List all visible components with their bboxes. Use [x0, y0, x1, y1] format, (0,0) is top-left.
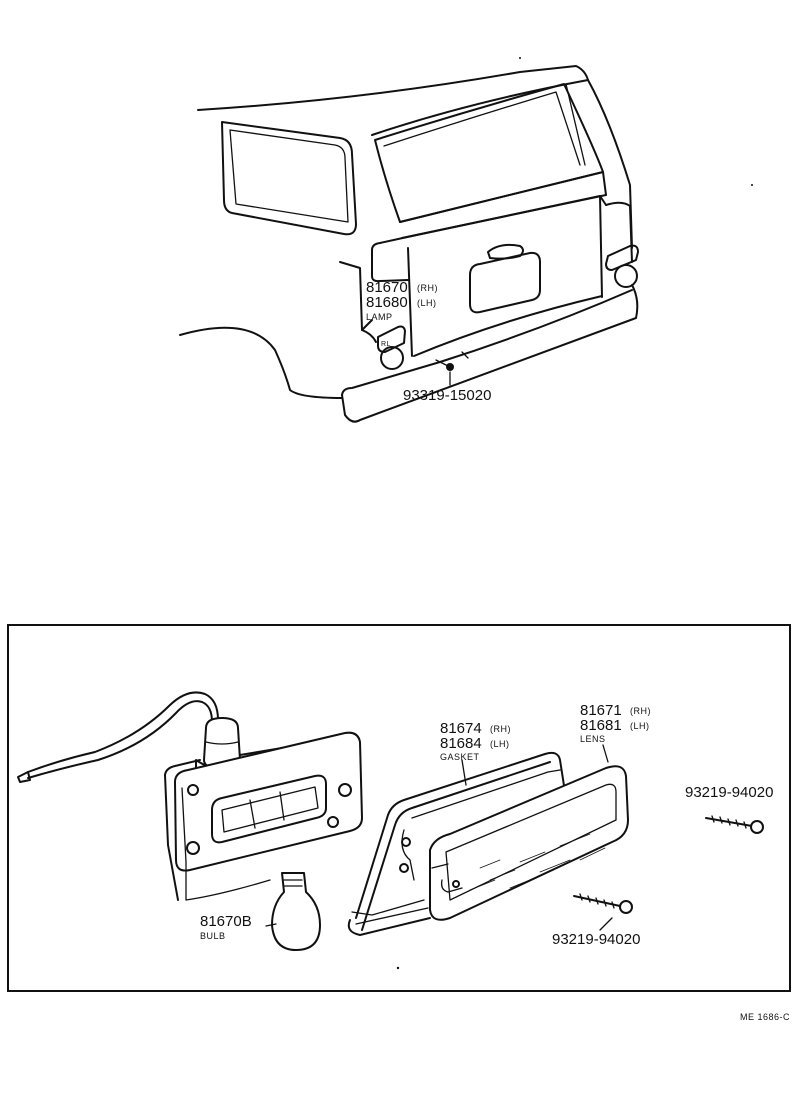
svg-text:RL: RL — [381, 341, 391, 348]
exploded-view — [17, 691, 764, 970]
gasket-rh-number: 81674 — [440, 720, 482, 737]
bulb-name: BULB — [200, 931, 226, 941]
gasket — [347, 751, 566, 936]
lens-rh-side: (RH) — [630, 706, 651, 716]
lens-lh-number: 81681 — [580, 717, 622, 734]
screw-lower-number: 93219-94020 — [552, 931, 640, 948]
lens-lh-side: (LH) — [630, 721, 650, 731]
lamp-housing — [164, 731, 363, 901]
bulb-number: 81670B — [200, 913, 252, 930]
bulb-icon — [271, 872, 321, 951]
vehicle-rear-view: RL — [179, 57, 753, 423]
lamp-rh-side: (RH) — [417, 283, 438, 293]
gasket-rh-side: (RH) — [490, 724, 511, 734]
screw-upper-number: 93219-94020 — [685, 784, 773, 801]
lamp-rh-number: 81670 — [366, 279, 408, 296]
screw-upper-icon — [705, 815, 764, 834]
lens — [429, 765, 629, 921]
gasket-name: GASKET — [440, 752, 480, 762]
diagram-code: ME 1686-C — [740, 1012, 790, 1022]
screw-number-top: 93319-15020 — [403, 387, 491, 404]
exploded-view-frame — [7, 624, 791, 992]
lamp-name: LAMP — [366, 312, 393, 322]
screw-icon — [435, 359, 454, 371]
gasket-lh-number: 81684 — [440, 735, 482, 752]
lens-name: LENS — [580, 734, 606, 744]
lens-rh-number: 81671 — [580, 702, 622, 719]
lamp-lh-number: 81680 — [366, 294, 408, 311]
screw-lower-icon — [573, 893, 633, 914]
lamp-lh-side: (LH) — [417, 298, 437, 308]
gasket-lh-side: (LH) — [490, 739, 510, 749]
wire-harness — [17, 691, 219, 783]
